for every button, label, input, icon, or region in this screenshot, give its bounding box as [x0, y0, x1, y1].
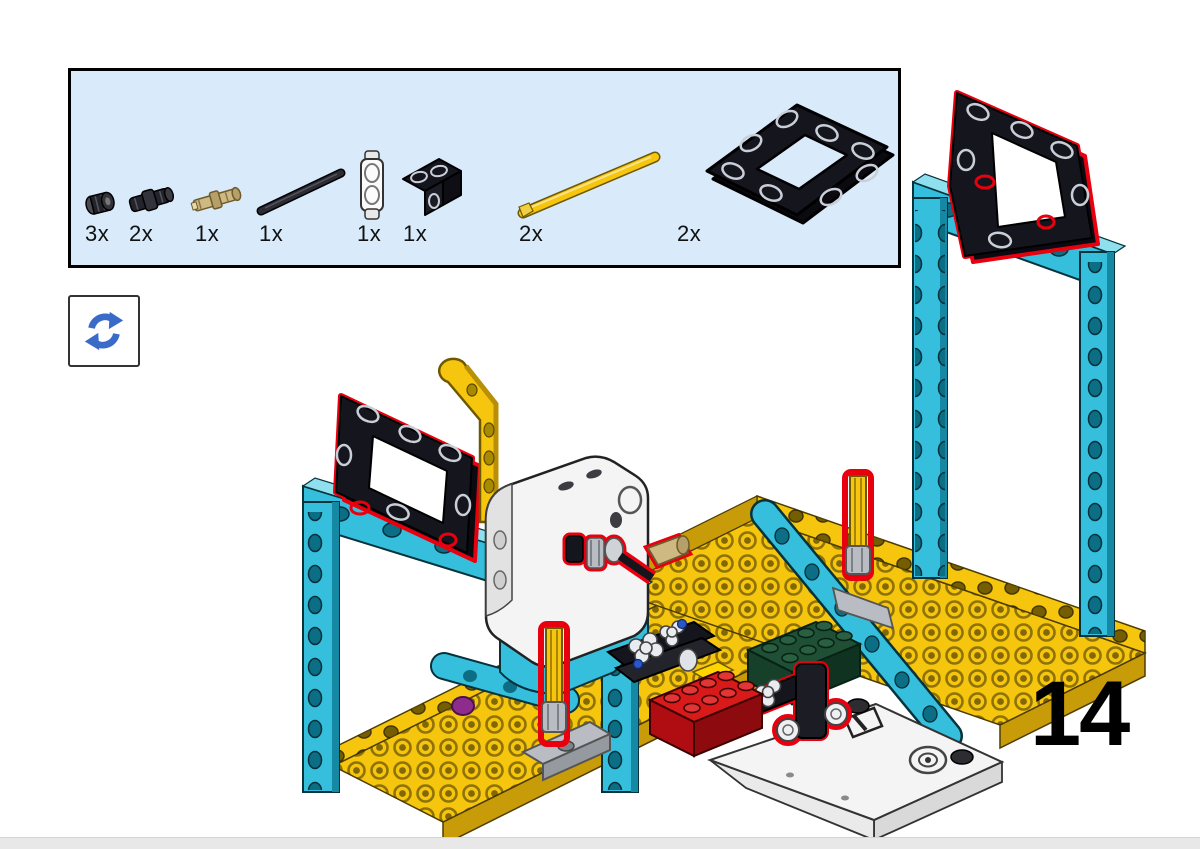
part-qty: 3x: [85, 221, 110, 246]
yellow-liftarm: [438, 357, 499, 524]
hub-plate-white: [706, 698, 1005, 842]
axle-pin-tan-icon: [190, 186, 242, 212]
axle-yellow-icon: [517, 151, 661, 219]
purple-element: [451, 696, 475, 716]
footer-bar: [0, 837, 1200, 849]
rotate-indicator: [68, 295, 140, 367]
teal-cross-beam: [750, 499, 963, 751]
right-frame-highlight: [947, 90, 1100, 264]
part-qty: 1x: [195, 221, 220, 246]
part-qty: 1x: [403, 221, 428, 246]
rotate-icon: [84, 311, 124, 351]
red-brick-2x4: [647, 670, 765, 758]
bush-black-icon: [85, 191, 115, 215]
left-frame-highlight: [333, 393, 482, 563]
gray-plate-element: [831, 586, 895, 630]
t-beam-black-icon: [402, 158, 462, 216]
parts-panel: 3x 2x 1x 1x 1x 1x 2x 2x: [68, 68, 901, 268]
pin-connector-white-icon: [360, 150, 384, 220]
part-qty: 1x: [357, 221, 382, 246]
axle-black-icon: [256, 168, 346, 216]
axle-assembly-highlight: [562, 532, 694, 585]
part-qty: 1x: [259, 221, 284, 246]
part-qty: 2x: [129, 221, 154, 246]
yellow-axle-left-highlight: [538, 621, 570, 747]
frame-5x7-black-icon: [705, 103, 895, 225]
knob-wheel-cluster: [605, 618, 735, 684]
part-qty: 2x: [677, 221, 702, 246]
axle-connector-black-icon: [128, 186, 174, 213]
yellow-axle-right-highlight: [842, 469, 874, 581]
step-number: 14: [1030, 663, 1130, 765]
part-qty: 2x: [519, 221, 544, 246]
